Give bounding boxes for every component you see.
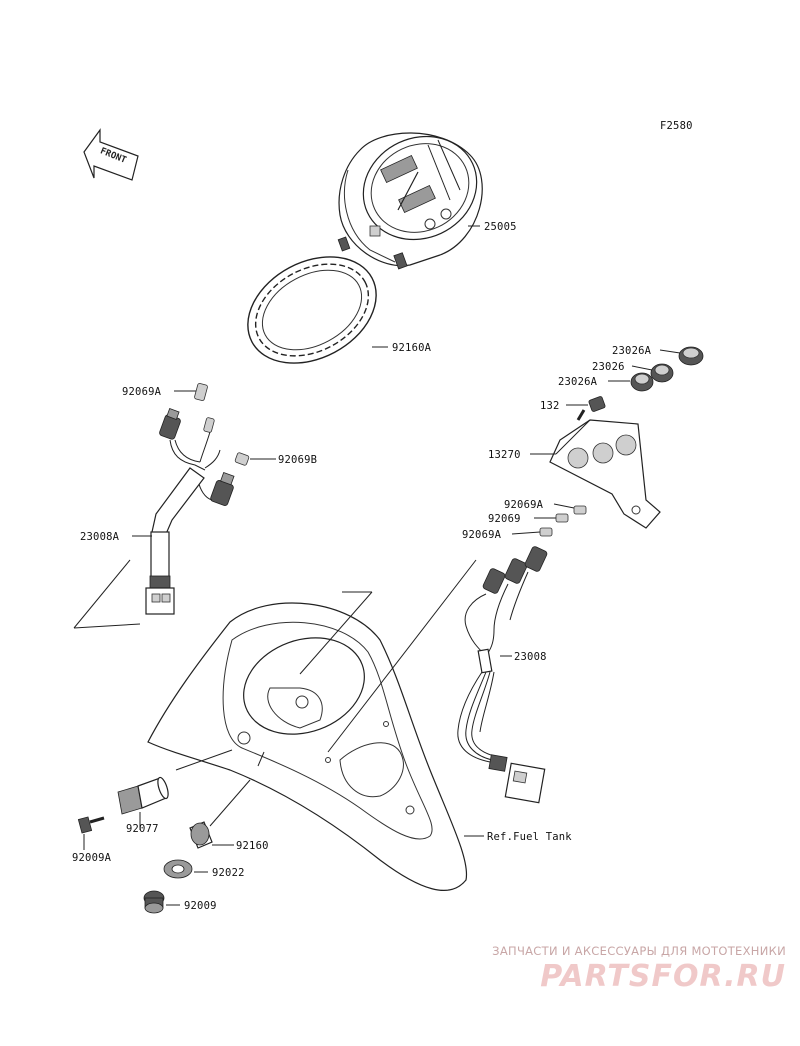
figure-code: F2580 <box>660 120 693 132</box>
bolt-bottom-illustration <box>143 890 180 914</box>
watermark: ЗАПЧАСТИ И АКСЕССУАРЫ ДЛЯ МОТОТЕХНИКИ PA… <box>492 944 786 994</box>
speedometer-illustration <box>337 132 483 270</box>
label-92069A-right-1: 92069A <box>504 499 544 511</box>
label-92022: 92022 <box>212 867 245 879</box>
label-92160A: 92160A <box>392 342 432 354</box>
bolt-illustration <box>566 396 606 421</box>
label-ref-fuel-tank: Ref.Fuel Tank <box>487 831 572 843</box>
label-92069A-right-2: 92069A <box>462 529 502 541</box>
label-92077: 92077 <box>126 823 159 835</box>
label-23026: 23026 <box>592 361 625 373</box>
caps-illustration <box>608 346 704 392</box>
left-harness-illustration <box>73 383 250 629</box>
label-23026A-top: 23026A <box>612 345 652 357</box>
label-92160: 92160 <box>236 840 269 852</box>
front-arrow-icon: FRONT <box>83 128 139 181</box>
label-92009: 92009 <box>184 900 217 912</box>
label-132: 132 <box>540 400 560 412</box>
collar-illustration <box>117 749 233 830</box>
meter-ring-illustration <box>247 256 388 364</box>
watermark-brand: PARTSFOR.RU <box>540 959 786 994</box>
screw-illustration <box>77 816 105 850</box>
bracket-illustration <box>530 419 661 529</box>
grommet-illustration <box>189 779 251 849</box>
washer-illustration <box>163 859 208 879</box>
right-harness-illustration <box>457 546 548 804</box>
label-23008A: 23008A <box>80 531 120 543</box>
label-23008: 23008 <box>514 651 547 663</box>
label-13270: 13270 <box>488 449 521 461</box>
label-25005: 25005 <box>484 221 517 233</box>
label-23026A-bottom: 23026A <box>558 376 598 388</box>
right-bulbs-illustration <box>511 503 587 537</box>
label-92069B: 92069B <box>278 454 317 466</box>
label-92069: 92069 <box>488 513 521 525</box>
label-92009A: 92009A <box>72 852 112 864</box>
watermark-tagline: ЗАПЧАСТИ И АКСЕССУАРЫ ДЛЯ МОТОТЕХНИКИ <box>492 944 786 958</box>
meter-cover-illustration <box>147 559 484 891</box>
label-92069A-left: 92069A <box>122 386 162 398</box>
